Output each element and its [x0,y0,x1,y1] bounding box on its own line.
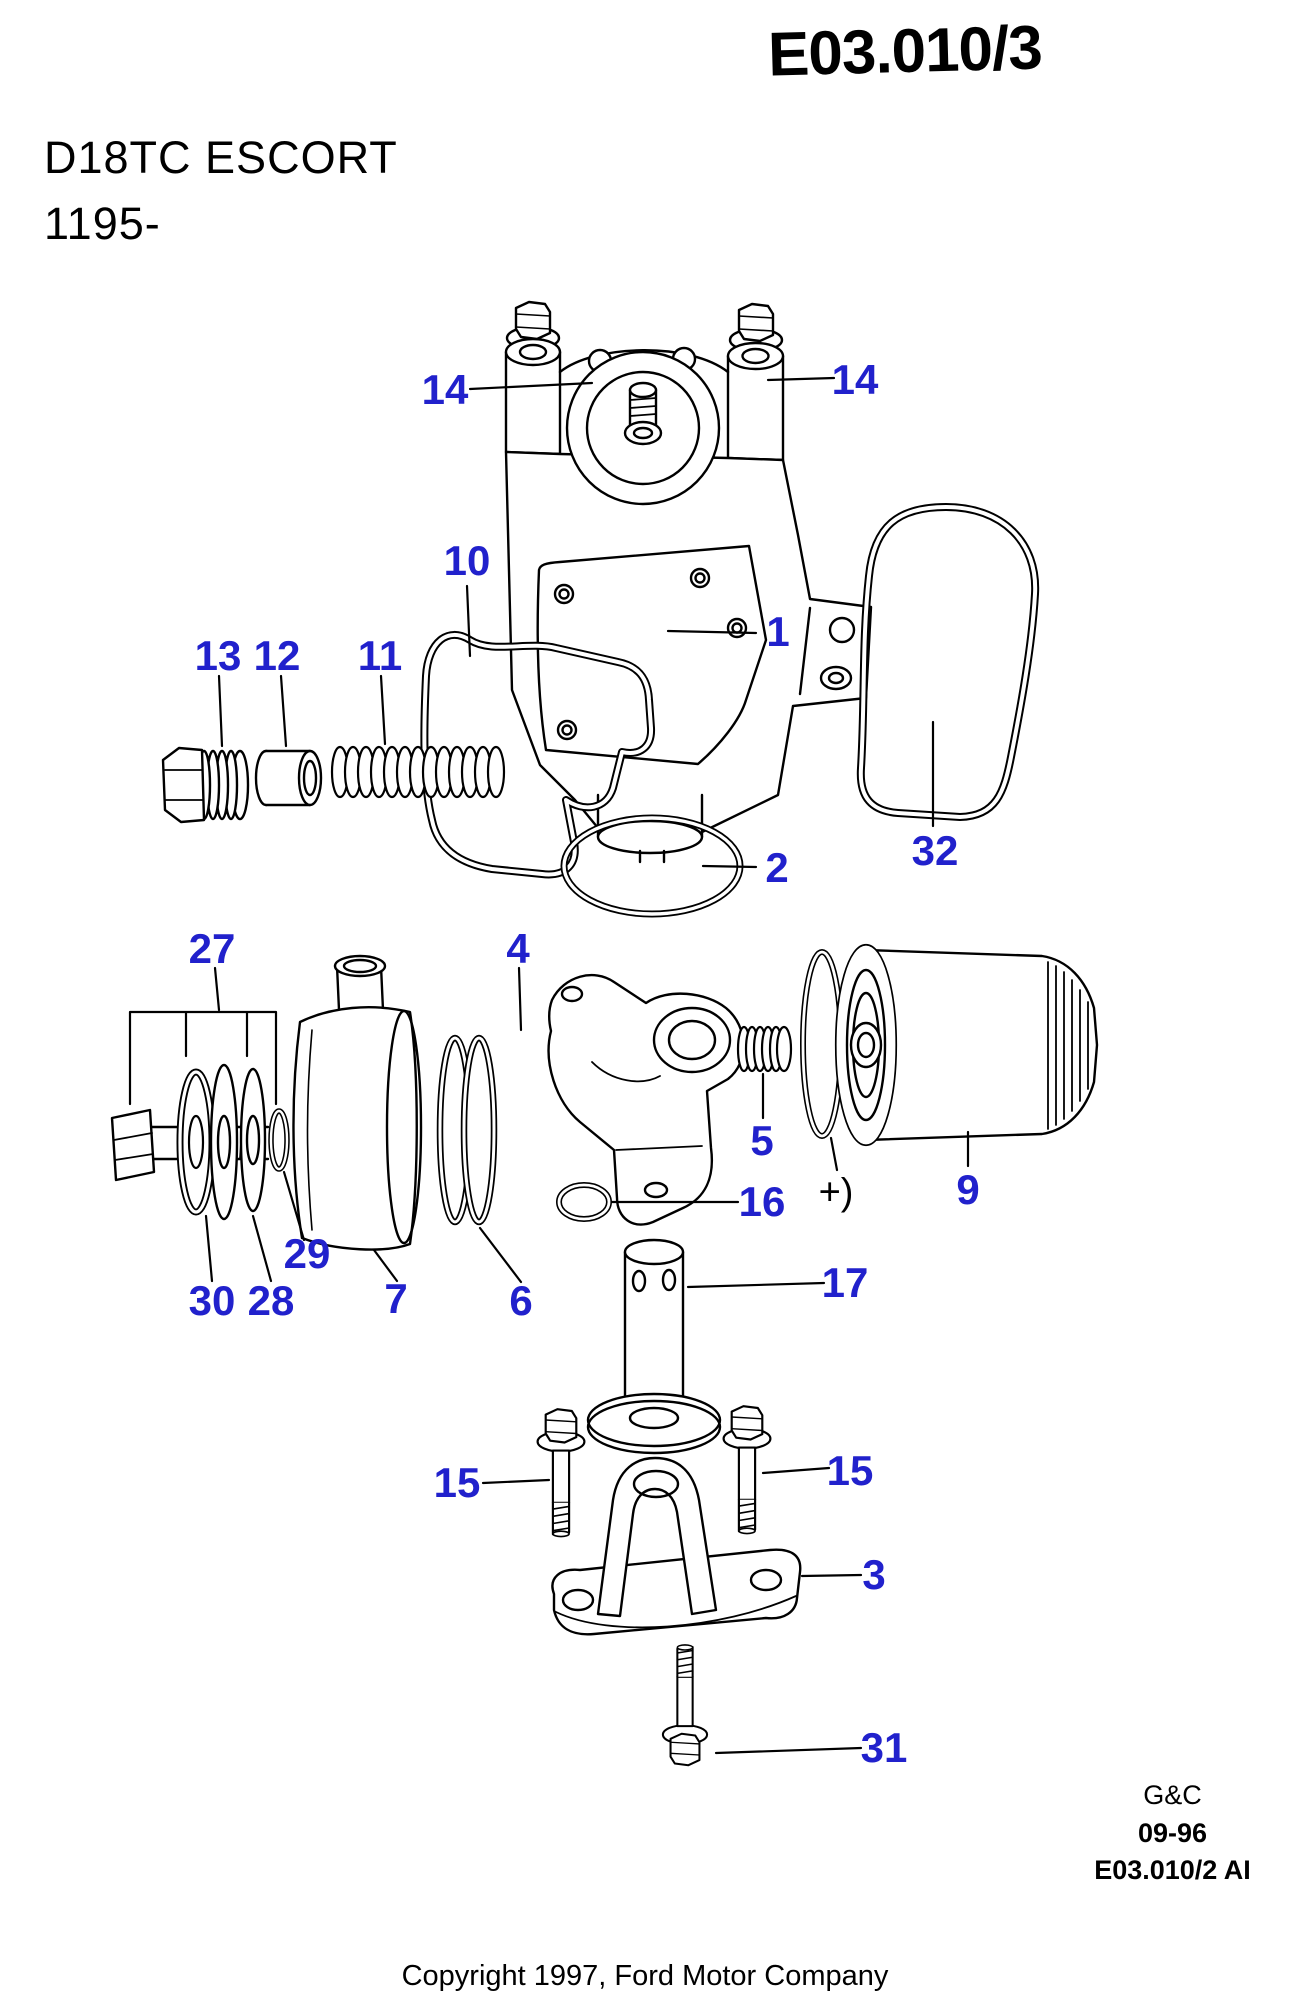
callout-28: 28 [247,1277,295,1324]
stamp-date: 09-96 [1137,1818,1208,1848]
bolt-15-left-art [536,1408,586,1538]
pump-body-1-art [504,337,873,864]
callout-32: 32 [911,827,959,874]
plug-13-art [161,746,250,824]
callout-14-right: 14 [831,356,879,403]
callout-13: 13 [194,632,242,679]
seal-6-art [436,1034,498,1226]
bushing-12-art [254,749,323,807]
leader-lines [128,376,970,1755]
oring-29-art [268,1108,290,1172]
callout-15-right: 15 [826,1447,874,1494]
callout-17: 17 [821,1259,869,1306]
spacer-17-art [586,1238,722,1455]
gasket-10-art [420,631,656,879]
callout-31: 31 [860,1724,908,1771]
bolt-31-art [661,1643,709,1767]
callout-7: 7 [384,1275,408,1322]
page-title-code: E03.010/3 [767,13,1043,90]
callout-5: 5 [750,1117,774,1164]
bracket-3-art [551,1456,802,1636]
build-range: 1195- [44,198,161,249]
copyright-line: Copyright 1997, Ford Motor Company [401,1960,889,1992]
callout-2: 2 [765,844,789,891]
callout-3: 3 [862,1551,886,1598]
plug-5-art [736,1025,793,1073]
callout-1: 1 [766,608,790,655]
callout-11: 11 [357,632,403,679]
washer-28-art [209,1063,267,1221]
callout-30: 30 [188,1277,236,1324]
callout-9: 9 [956,1166,980,1213]
callout-15-left: 15 [433,1459,481,1506]
callout-29: 29 [283,1230,331,1277]
washer-30-art [176,1068,216,1216]
catalog-stamp: G&C 09-96 E03.010/2 AI [1085,1780,1260,1886]
oring-16-art [556,1182,612,1222]
callout-10: 10 [443,537,491,584]
callout-12: 12 [253,632,301,679]
callout-27: 27 [188,925,236,972]
stamp-reference: E03.010/2 AI [1094,1855,1251,1885]
callout-14-left: 14 [421,366,469,413]
gasket-32-art [856,503,1040,821]
spring-11-art [330,745,506,799]
stamp-publisher: G&C [1143,1780,1202,1810]
oil-filter-9-art [834,943,1099,1147]
canister-7-art [292,954,423,1251]
callout-16: 16 [738,1178,786,1225]
bracket-4-art [547,973,745,1226]
callout-6: 6 [509,1277,533,1324]
callout-4: 4 [506,925,530,972]
bolt-15-right-art [722,1405,772,1535]
model-name: D18TC ESCORT [44,132,398,183]
included-with-note: +) [818,1171,854,1214]
